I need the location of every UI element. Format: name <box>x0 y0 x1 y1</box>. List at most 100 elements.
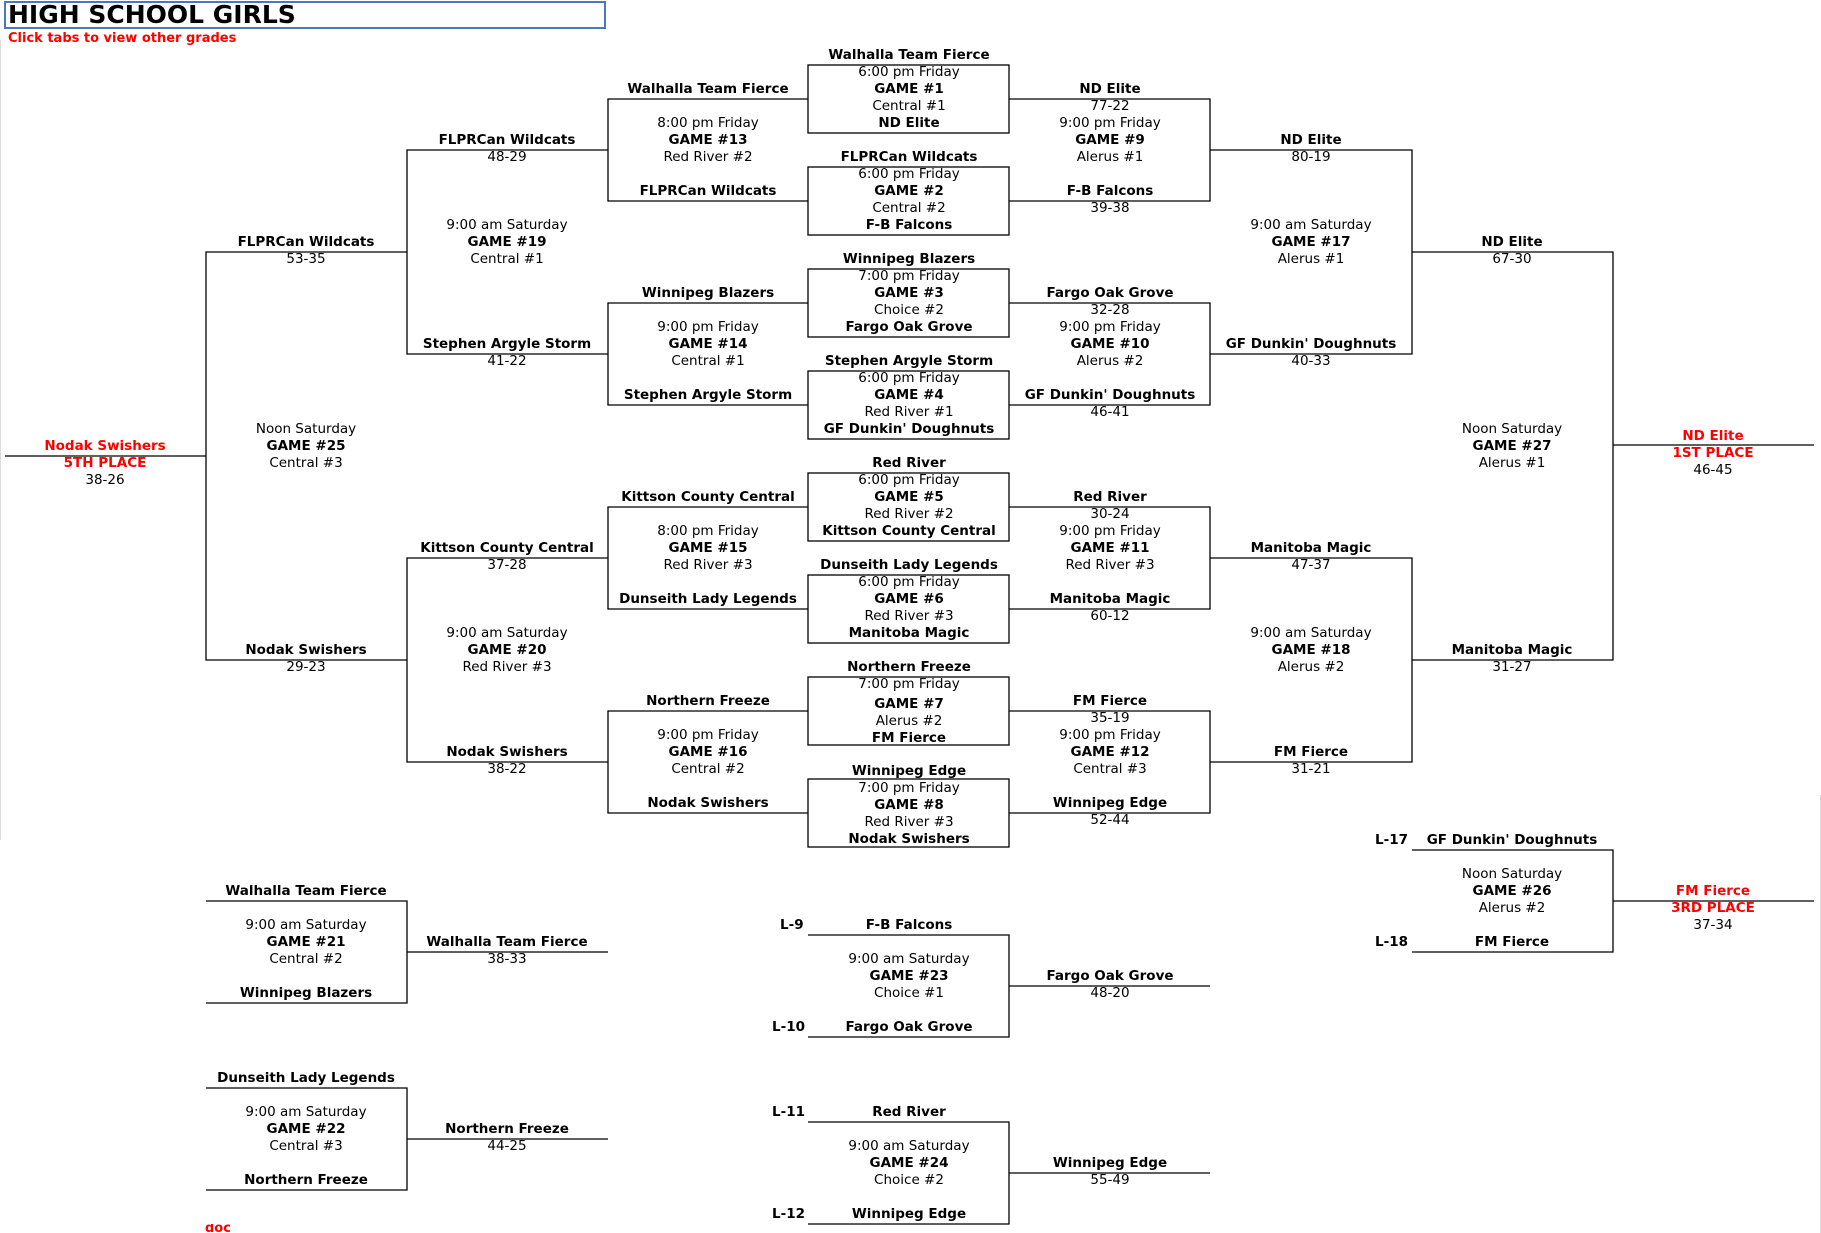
game-24-venue: Choice #2 <box>874 1172 944 1188</box>
game-20-score-a: 37-28 <box>487 557 527 573</box>
game-24-winner-score: 55-49 <box>1090 1172 1130 1188</box>
game-11-score-a: 30-24 <box>1090 506 1130 522</box>
game-23-time: 9:00 am Saturday <box>848 951 970 967</box>
game-26-time: Noon Saturday <box>1461 866 1563 882</box>
game-17-number: GAME #17 <box>1271 234 1351 250</box>
game-16-time: 9:00 pm Friday <box>657 727 759 743</box>
game-27-score-a: 67-30 <box>1492 251 1532 267</box>
game-17-score-b: 40-33 <box>1291 353 1331 369</box>
game-2-team-a: FLPRCan Wildcats <box>840 149 978 165</box>
game-19-time: 9:00 am Saturday <box>446 217 568 233</box>
game-19-team-a: FLPRCan Wildcats <box>438 132 576 148</box>
game-23-number: GAME #23 <box>869 968 949 984</box>
game-2-team-b: F-B Falcons <box>865 217 953 233</box>
game-15-team-b: Dunseith Lady Legends <box>619 591 797 607</box>
game-19-team-b: Stephen Argyle Storm <box>422 336 592 352</box>
game-11-time: 9:00 pm Friday <box>1059 523 1161 539</box>
game-21-team-b: Winnipeg Blazers <box>239 985 373 1001</box>
game-10-team-a: Fargo Oak Grove <box>1046 285 1174 301</box>
game-1-team-b: ND Elite <box>878 115 940 131</box>
game-4-number: GAME #4 <box>874 387 944 403</box>
game-9-time: 9:00 pm Friday <box>1059 115 1161 131</box>
game-14-team-b: Stephen Argyle Storm <box>623 387 793 403</box>
game-10-venue: Alerus #2 <box>1076 353 1144 369</box>
game-8-time: 7:00 pm Friday <box>858 780 960 796</box>
game-9-score-b: 39-38 <box>1090 200 1130 216</box>
game-13-venue: Red River #2 <box>663 149 753 165</box>
game-25-score-b: 29-23 <box>286 659 326 675</box>
game-20-venue: Red River #3 <box>462 659 552 675</box>
game-1-time: 6:00 pm Friday <box>858 64 960 80</box>
game-15-team-a: Kittson County Central <box>621 489 795 505</box>
game-6-venue: Red River #3 <box>864 608 954 624</box>
game-11-team-b: Manitoba Magic <box>1049 591 1171 607</box>
game-21-time: 9:00 am Saturday <box>245 917 367 933</box>
game-22-time: 9:00 am Saturday <box>245 1104 367 1120</box>
game-7-time: 7:00 pm Friday <box>858 676 960 692</box>
game-25-team-a: FLPRCan Wildcats <box>237 234 375 250</box>
game-2-number: GAME #2 <box>874 183 944 199</box>
game-19-score-a: 48-29 <box>487 149 527 165</box>
game-27-team-b: Manitoba Magic <box>1451 642 1573 658</box>
game-20-number: GAME #20 <box>467 642 547 658</box>
game-23-winner: Fargo Oak Grove <box>1046 968 1174 984</box>
game-14-venue: Central #1 <box>671 353 745 369</box>
game-22-winner: Northern Freeze <box>445 1121 569 1137</box>
selected-cell[interactable] <box>4 1 606 29</box>
game-4-time: 6:00 pm Friday <box>858 370 960 386</box>
first-place-score: 46-45 <box>1693 462 1733 478</box>
game-6-number: GAME #6 <box>874 591 944 607</box>
page-title: HIGH SCHOOL GIRLS <box>8 0 296 29</box>
game-1-number: GAME #1 <box>874 81 944 97</box>
game-14-number: GAME #14 <box>668 336 748 352</box>
game-22-number: GAME #22 <box>266 1121 346 1137</box>
game-25-time: Noon Saturday <box>255 421 357 437</box>
game-12-score-b: 52-44 <box>1090 812 1130 828</box>
third-place-label: 3RD PLACE <box>1671 900 1755 916</box>
game-8-team-b: Nodak Swishers <box>848 831 970 847</box>
game-16-team-a: Northern Freeze <box>646 693 770 709</box>
game-25-venue: Central #3 <box>269 455 343 471</box>
game-26-venue: Alerus #2 <box>1478 900 1546 916</box>
sheet-edge-left <box>0 40 1 840</box>
game-4-team-a: Stephen Argyle Storm <box>824 353 994 369</box>
game-27-score-b: 31-27 <box>1492 659 1532 675</box>
game-20-team-a: Kittson County Central <box>420 540 594 556</box>
loser-12-label: L-12 <box>772 1206 805 1222</box>
game-24-winner: Winnipeg Edge <box>1052 1155 1168 1171</box>
game-22-venue: Central #3 <box>269 1138 343 1154</box>
game-17-team-b: GF Dunkin' Doughnuts <box>1225 336 1397 352</box>
game-17-score-a: 80-19 <box>1291 149 1331 165</box>
third-place-team: FM Fierce <box>1675 883 1751 899</box>
game-16-venue: Central #2 <box>671 761 745 777</box>
fifth-place-score: 38-26 <box>85 472 125 488</box>
fifth-place-label: 5TH PLACE <box>63 455 147 471</box>
game-26-team-b: FM Fierce <box>1474 934 1550 950</box>
game-10-number: GAME #10 <box>1070 336 1150 352</box>
game-25-team-b: Nodak Swishers <box>245 642 367 658</box>
game-5-team-a: Red River <box>872 455 946 471</box>
game-18-time: 9:00 am Saturday <box>1250 625 1372 641</box>
game-21-winner: Walhalla Team Fierce <box>426 934 588 950</box>
game-18-number: GAME #18 <box>1271 642 1351 658</box>
game-23-team-b: Fargo Oak Grove <box>845 1019 973 1035</box>
game-9-team-a: ND Elite <box>1079 81 1141 97</box>
game-26-team-a: GF Dunkin' Doughnuts <box>1426 832 1598 848</box>
game-12-team-b: Winnipeg Edge <box>1052 795 1168 811</box>
game-10-time: 9:00 pm Friday <box>1059 319 1161 335</box>
game-5-team-b: Kittson County Central <box>822 523 996 539</box>
game-3-team-b: Fargo Oak Grove <box>845 319 973 335</box>
game-24-number: GAME #24 <box>869 1155 949 1171</box>
game-2-time: 6:00 pm Friday <box>858 166 960 182</box>
game-15-time: 8:00 pm Friday <box>657 523 759 539</box>
game-21-venue: Central #2 <box>269 951 343 967</box>
game-3-team-a: Winnipeg Blazers <box>842 251 976 267</box>
game-14-team-a: Winnipeg Blazers <box>641 285 775 301</box>
loser-9-label: L-9 <box>780 917 804 933</box>
game-7-venue: Alerus #2 <box>875 713 943 729</box>
game-23-winner-score: 48-20 <box>1090 985 1130 1001</box>
game-15-number: GAME #15 <box>668 540 748 556</box>
game-1-venue: Central #1 <box>872 98 946 114</box>
game-9-score-a: 77-22 <box>1090 98 1130 114</box>
